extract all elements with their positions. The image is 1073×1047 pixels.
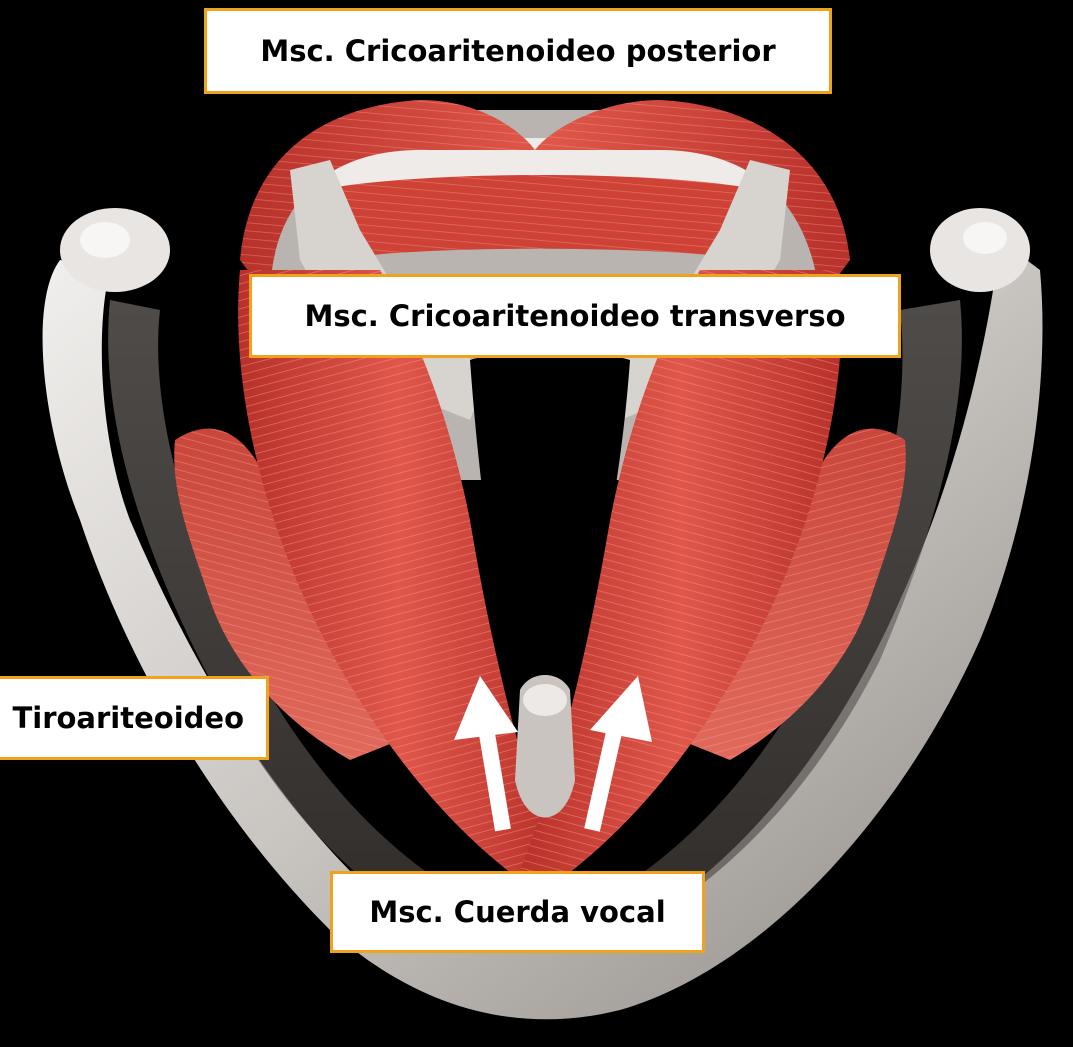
transverse-arytenoid-muscle: [320, 175, 760, 260]
label-tiroaritenoideo: Tiroariteoideo: [0, 676, 269, 760]
central-cartilage: [515, 675, 575, 818]
label-cricoaritenoideo-transverso: Msc. Cricoaritenoideo transverso: [249, 274, 901, 358]
label-cuerda-vocal: Msc. Cuerda vocal: [330, 871, 705, 953]
label-cricoaritenoideo-posterior: Msc. Cricoaritenoideo posterior: [204, 8, 832, 94]
